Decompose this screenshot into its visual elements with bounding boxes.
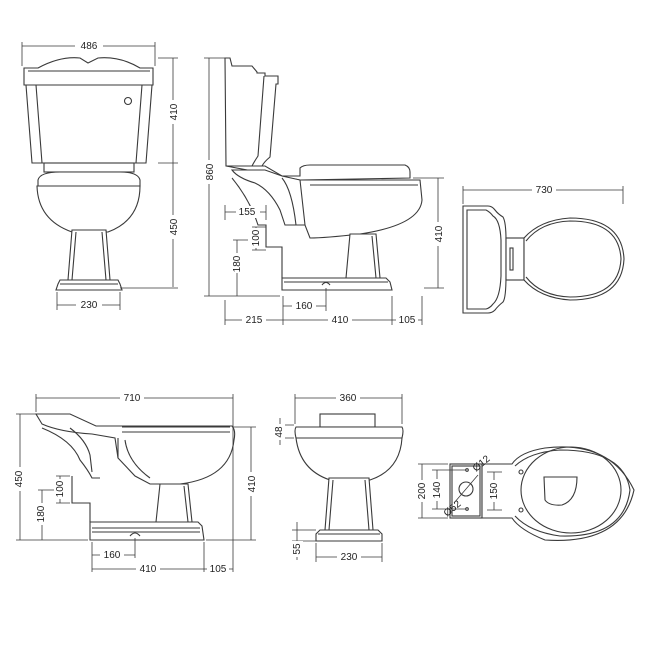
plan-top-dimensions: 730 [462,184,624,204]
side-elevation-bottom [35,413,236,541]
plan-view-bottom [449,446,635,541]
plan-bottom-dimensions: 200 140 150 Ø12 Ø52 [415,453,502,519]
dim-360: 360 [340,393,357,404]
dim-730: 730 [536,185,553,196]
dim-410-pan: 410 [434,225,445,242]
dim-140: 140 [432,481,443,498]
dim-160: 160 [296,301,313,312]
front-top-dimensions: 486 410 450 230 [21,40,180,311]
dim-48: 48 [274,426,285,438]
dim-100: 100 [251,229,262,246]
dim-105-b: 105 [210,564,227,575]
dim-155: 155 [239,207,256,218]
dim-450-pan: 450 [169,218,180,235]
dim-860: 860 [205,163,216,180]
dim-230-b: 230 [341,552,358,563]
dim-486: 486 [81,41,98,52]
dim-55: 55 [292,543,303,555]
plan-view-top [462,205,625,314]
side-top-dimensions: 860 155 100 180 160 215 410 105 410 [202,57,446,326]
dim-410-b-base: 410 [140,564,157,575]
dim-410-cistern: 410 [169,103,180,120]
dim-710: 710 [124,393,141,404]
dim-200: 200 [417,482,428,499]
dim-180-b: 180 [36,505,47,522]
front-elevation-bottom [294,413,404,542]
dim-410-base: 410 [332,315,349,326]
front-bottom-dimensions: 360 48 55 230 [273,392,403,563]
dim-450: 450 [14,470,25,487]
dim-105: 105 [399,315,416,326]
side-elevation-top [224,57,423,291]
dim-215: 215 [246,315,263,326]
dim-160-b: 160 [104,550,121,561]
dim-180: 180 [232,255,243,272]
side-bottom-dimensions: 710 450 100 180 160 410 105 410 [12,392,259,575]
dim-150: 150 [489,482,500,499]
dim-410-b: 410 [247,475,258,492]
front-elevation-top [23,57,154,291]
dim-230-base: 230 [81,300,98,311]
dim-100-b: 100 [55,480,66,497]
